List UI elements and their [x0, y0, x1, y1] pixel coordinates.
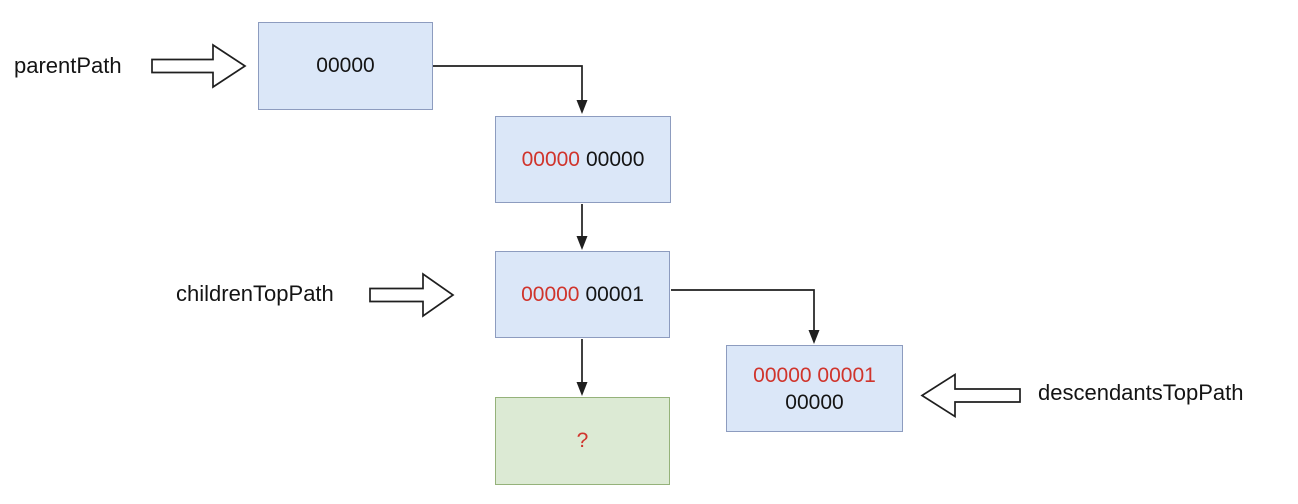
placeholder-node-text: ?: [576, 429, 589, 452]
descendants-top-node: 00000 00001 00000: [726, 345, 903, 432]
parent-path-label: parentPath: [14, 53, 122, 78]
child-first-value: 00000: [586, 147, 645, 171]
child-next-node-text: 00000 00001: [521, 283, 644, 307]
descendants-top-path-arrow-icon: [920, 372, 1021, 419]
children-top-path-label: childrenTopPath: [176, 281, 334, 306]
parent-node-text: 00000: [316, 54, 375, 77]
arrowhead-placeholder: [576, 382, 588, 396]
child-next-value: 00001: [585, 282, 644, 306]
connector-parent-to-child-first: [433, 65, 583, 101]
arrowhead-child-next: [576, 236, 588, 250]
arrowhead-child-first: [576, 100, 588, 114]
child-next-node: 00000 00001: [495, 251, 670, 338]
descendants-top-value: 00000: [785, 390, 844, 414]
parent-node: 00000: [258, 22, 433, 110]
child-first-prefix: 00000: [521, 147, 580, 171]
placeholder-node: ?: [495, 397, 670, 485]
child-first-node-text: 00000 00000: [522, 148, 645, 172]
parent-path-arrow-icon: [151, 43, 247, 89]
child-first-node: 00000 00000: [495, 116, 671, 203]
connector-child-next-to-descendants-top: [671, 289, 815, 330]
children-top-path-arrow-icon: [369, 272, 455, 318]
child-next-prefix: 00000: [521, 282, 580, 306]
descendants-top-prefix: 00000 00001: [753, 363, 876, 387]
arrowhead-descendants-top: [808, 330, 820, 344]
descendants-top-path-label: descendantsTopPath: [1038, 380, 1244, 405]
